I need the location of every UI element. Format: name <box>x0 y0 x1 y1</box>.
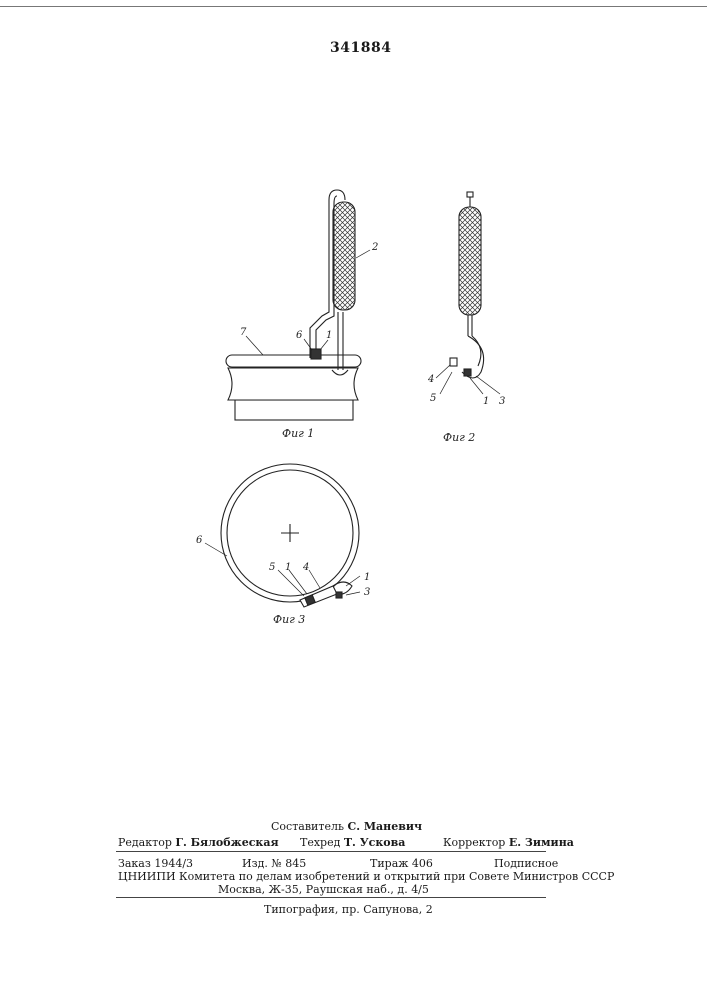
fig1-label-1: 1 <box>326 330 332 341</box>
figure-3 <box>205 464 360 607</box>
fig3-clip-b <box>336 592 342 598</box>
fig1-base-lower <box>235 400 353 420</box>
corrector-line: Корректор Е. Зимина <box>443 836 574 849</box>
colophon-rule-top <box>116 851 546 852</box>
subscription-note: Подписное <box>494 857 558 870</box>
tech-name: Т. Ускова <box>344 836 406 849</box>
figure-1 <box>226 190 370 420</box>
fig2-label-1: 1 <box>483 396 489 407</box>
editor-line: Редактор Г. Бялобжеская <box>118 836 279 849</box>
printing-house: Типография, пр. Сапунова, 2 <box>264 903 433 916</box>
editor-name: Г. Бялобжеская <box>175 836 278 849</box>
fig3-caption: Фиг 3 <box>273 613 305 626</box>
izd-number: Изд. № 845 <box>242 857 306 870</box>
corrector-role: Корректор <box>443 836 505 849</box>
fig3-label-5: 5 <box>269 562 275 573</box>
fig1-caption: Фиг 1 <box>282 427 314 440</box>
fig2-label-3: 3 <box>499 396 505 407</box>
publisher-line: ЦНИИПИ Комитета по делам изобретений и о… <box>118 870 614 883</box>
tech-line: Техред Т. Ускова <box>300 836 405 849</box>
fig2-caption: Фиг 2 <box>443 431 475 444</box>
fig2-label-5: 5 <box>430 393 436 404</box>
order-number: Заказ 1944/3 <box>118 857 193 870</box>
fig3-label-3: 3 <box>364 587 370 598</box>
fig3-label-1a: 1 <box>285 562 291 573</box>
tech-role: Техред <box>300 836 340 849</box>
fig1-container <box>333 202 355 310</box>
fig1-label-7: 7 <box>240 327 247 338</box>
figure-2 <box>436 192 500 394</box>
fig2-clip <box>464 369 471 376</box>
fig1-clip <box>311 349 321 359</box>
fig3-label-1b: 1 <box>364 572 370 583</box>
fig2-tab <box>450 358 457 366</box>
fig1-base-body <box>228 368 358 400</box>
fig1-label-6: 6 <box>296 330 303 341</box>
print-run: Тираж 406 <box>370 857 433 870</box>
fig2-cap <box>467 192 473 197</box>
fig2-stem <box>468 315 472 336</box>
colophon-rule-bottom <box>116 897 546 898</box>
corrector-name: Е. Зимина <box>509 836 574 849</box>
fig3-label-4: 4 <box>302 562 309 573</box>
compiler-line: Составитель С. Маневич <box>271 820 422 833</box>
fig1-label-2: 2 <box>371 242 378 253</box>
compiler-name: С. Маневич <box>347 820 422 833</box>
fig2-container <box>459 207 481 315</box>
fig3-label-6: 6 <box>196 535 203 546</box>
editor-role: Редактор <box>118 836 172 849</box>
fig2-label-4: 4 <box>427 374 434 385</box>
compiler-role: Составитель <box>271 820 344 833</box>
publisher-address: Москва, Ж-35, Раушская наб., д. 4/5 <box>218 883 429 896</box>
fig1-rim <box>226 355 361 367</box>
